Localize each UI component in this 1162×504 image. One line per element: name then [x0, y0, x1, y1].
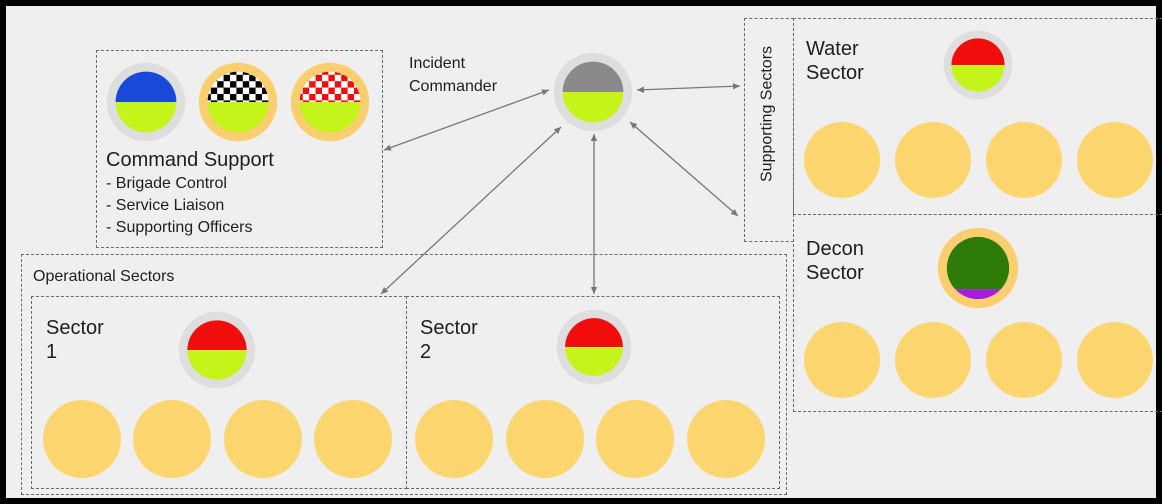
water-sector-crew-member: [804, 122, 880, 198]
water-sector-title: Water Sector: [806, 38, 864, 84]
command-support-title: Command Support: [106, 149, 274, 171]
sector-2-crew-member: [506, 400, 584, 478]
sector-1-crew-member: [43, 400, 121, 478]
command-support-item-service-liaison: - Service Liaison: [106, 197, 225, 214]
decon-sector-crew-member: [804, 322, 880, 398]
decon-sector-crew-member: [986, 322, 1062, 398]
blue-helmet-icon: [106, 62, 186, 142]
green-purple-helmet-icon: [937, 227, 1019, 309]
water-sector-crew-member: [895, 122, 971, 198]
sector-1-crew-member: [224, 400, 302, 478]
sector-2-box: [406, 296, 780, 489]
black-checkered-helmet-icon: [198, 62, 278, 142]
grey-helmet-icon: [553, 52, 633, 132]
decon-sector-box: [793, 214, 1162, 412]
sector-1-title: Sector 1: [46, 317, 104, 363]
water-sector-crew-member: [986, 122, 1062, 198]
water-sector-crew-member: [1077, 122, 1153, 198]
supporting-sectors-title: Supporting Sectors: [758, 45, 776, 183]
sector-1-crew-member: [314, 400, 392, 478]
decon-sector-title: Decon Sector: [806, 238, 864, 284]
incident-commander-label: Incident Commander: [409, 55, 498, 96]
red-helmet-icon: [556, 309, 632, 385]
sector-2-crew-member: [596, 400, 674, 478]
red-helmet-icon: [943, 30, 1013, 100]
command-support-item-supporting-officers: - Supporting Officers: [106, 219, 253, 236]
sector-1-crew-member: [133, 400, 211, 478]
command-support-item-brigade-control: - Brigade Control: [106, 175, 227, 192]
sector-2-title: Sector 2: [420, 317, 478, 363]
sector-2-crew-member: [415, 400, 493, 478]
red-checkered-helmet-icon: [290, 62, 370, 142]
decon-sector-crew-member: [895, 322, 971, 398]
red-helmet-icon: [178, 311, 256, 389]
decon-sector-crew-member: [1077, 322, 1153, 398]
sector-2-crew-member: [687, 400, 765, 478]
operational-sectors-title: Operational Sectors: [33, 268, 175, 285]
